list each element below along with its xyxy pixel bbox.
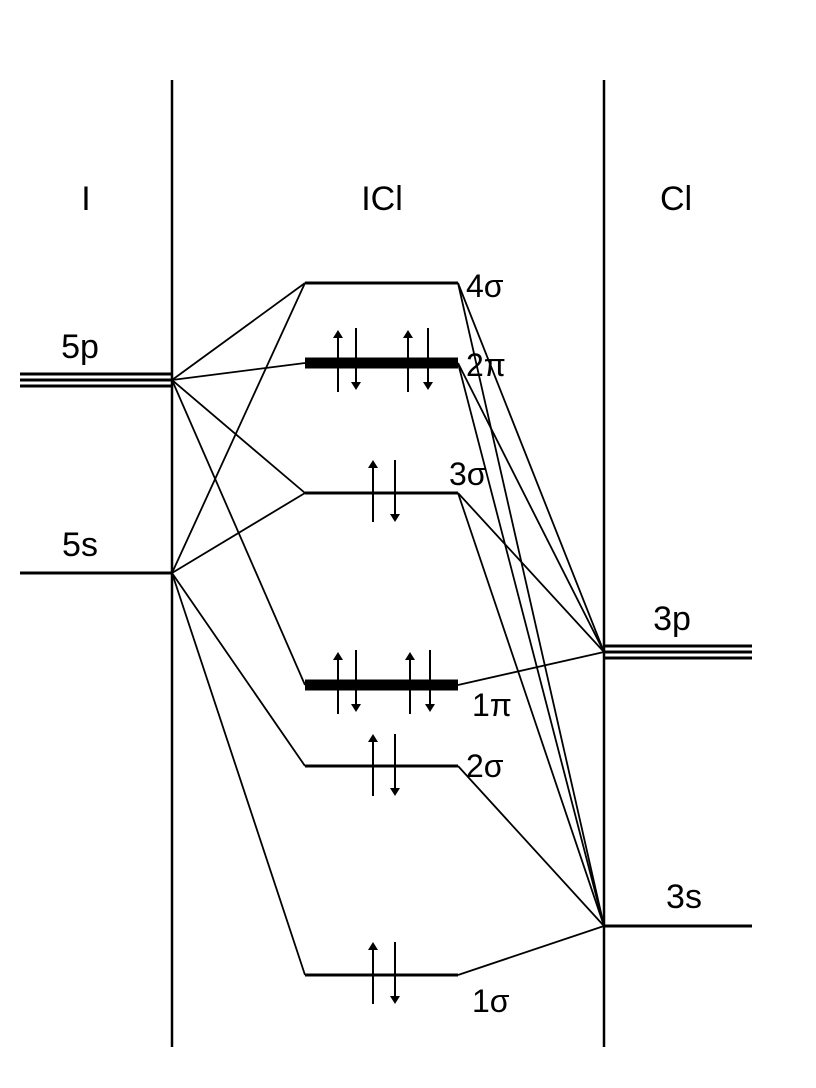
label-mo-4sigma: 4σ	[466, 268, 504, 304]
header-iodine: I	[81, 180, 90, 218]
electron-pair-3sigma	[368, 460, 400, 522]
label-cl-3p: 3p	[653, 600, 691, 638]
electron-pairs-1pi	[333, 650, 435, 714]
label-mo-1sigma: 1σ	[472, 983, 510, 1019]
chlorine-3p-level	[604, 644, 752, 660]
iodine-5p-level	[20, 372, 172, 388]
electron-pairs-2pi	[333, 328, 433, 392]
label-mo-2sigma: 2σ	[466, 748, 504, 784]
label-i-5s: 5s	[62, 526, 98, 564]
label-i-5p: 5p	[61, 328, 99, 366]
header-chlorine: Cl	[660, 180, 692, 218]
header-icl: ICl	[361, 180, 403, 218]
correlation-lines	[171, 282, 605, 976]
label-mo-3sigma: 3σ	[449, 456, 487, 492]
electron-pair-1sigma	[368, 942, 400, 1004]
label-cl-3s: 3s	[666, 878, 702, 916]
label-mo-2pi: 2π	[466, 347, 506, 383]
electron-pair-2sigma	[368, 734, 400, 796]
label-mo-1pi: 1π	[472, 687, 512, 723]
